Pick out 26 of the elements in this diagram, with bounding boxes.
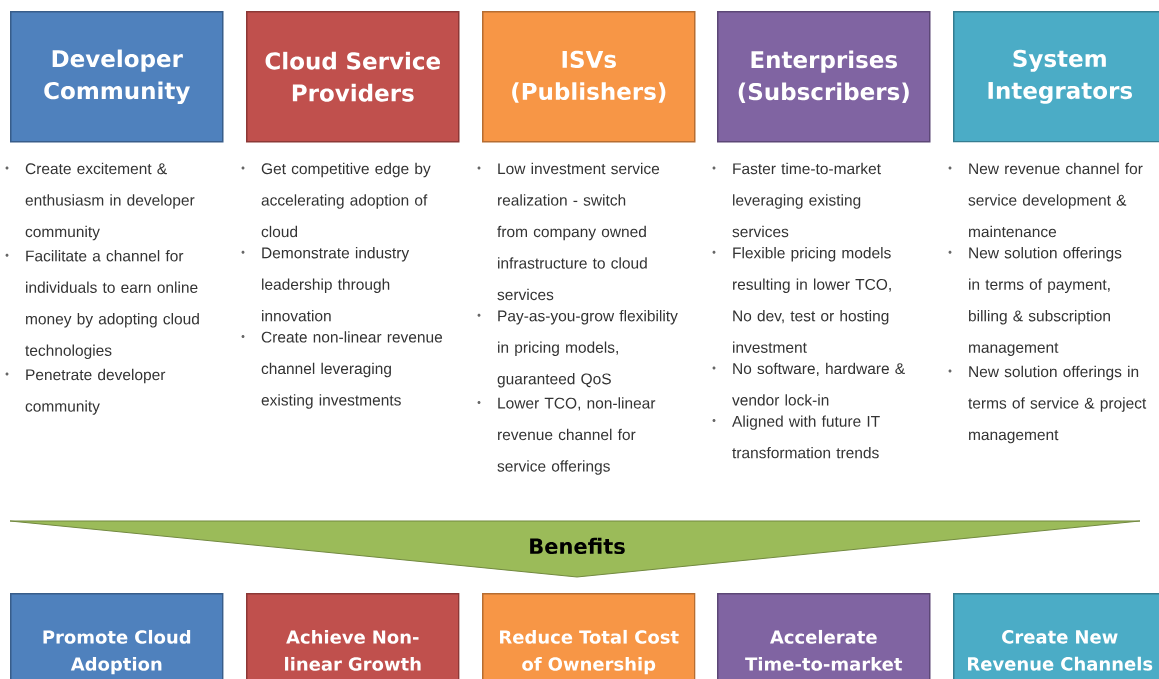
bullet-text: Flexible pricing models resulting in lower TCO, No dev, test or hosting investment xyxy=(733,247,891,353)
benefit-box: Reduce Total Cost of Ownership xyxy=(482,593,696,679)
header-box: ISVs (Publishers) xyxy=(482,11,696,143)
bullet-text: Facilitate a channel for individuals to earn online money by adopting cloud technologies xyxy=(25,250,199,359)
bullet-text: Low investment service realization - switch from company owned infrastructure to cloud services xyxy=(497,162,660,301)
bullet-text: Create excitement & enthusiasm in developer community xyxy=(25,162,195,241)
bullet-text: Create non-linear revenue channel leveraging existing investments xyxy=(261,331,443,409)
bullet-text: Get competitive edge by accelerating adoption of cloud xyxy=(261,162,431,238)
benefit-box: Create New Revenue Channels xyxy=(953,593,1159,679)
header-box: Cloud Service Providers xyxy=(246,11,460,143)
header-box: Developer Community xyxy=(10,11,224,143)
bullet-text: Aligned with future IT transformation trends xyxy=(732,415,880,459)
bullet-text: Faster time-to-market leveraging existing services xyxy=(732,162,881,238)
bullet-text: Lower TCO, non-linear revenue channel for service offerings xyxy=(497,397,656,475)
header-box: System Integrators xyxy=(953,11,1159,143)
bullet-text: Demonstrate industry leadership through innovation xyxy=(262,247,410,322)
bullet-text: No software, hardware & vendor lock-in xyxy=(732,362,905,406)
bullet-text: New solution offerings in terms of payment, billing & subscription management xyxy=(969,247,1122,356)
bullet-text: New solution offerings in terms of service & project management xyxy=(968,365,1147,444)
bullet-text: Penetrate developer community xyxy=(25,368,166,415)
benefit-box: Achieve Non-linear Growth xyxy=(246,593,460,679)
bullet-text: Pay-as-you-grow flexibility in pricing models, guaranteed QoS xyxy=(497,310,678,388)
benefit-box: Promote Cloud Adoption xyxy=(10,593,224,679)
header-box: Enterprises (Subscribers) xyxy=(717,11,931,143)
benefit-box: Accelerate Time-to-market xyxy=(717,593,931,679)
bullet-text: New revenue channel for service development & maintenance xyxy=(968,162,1143,238)
